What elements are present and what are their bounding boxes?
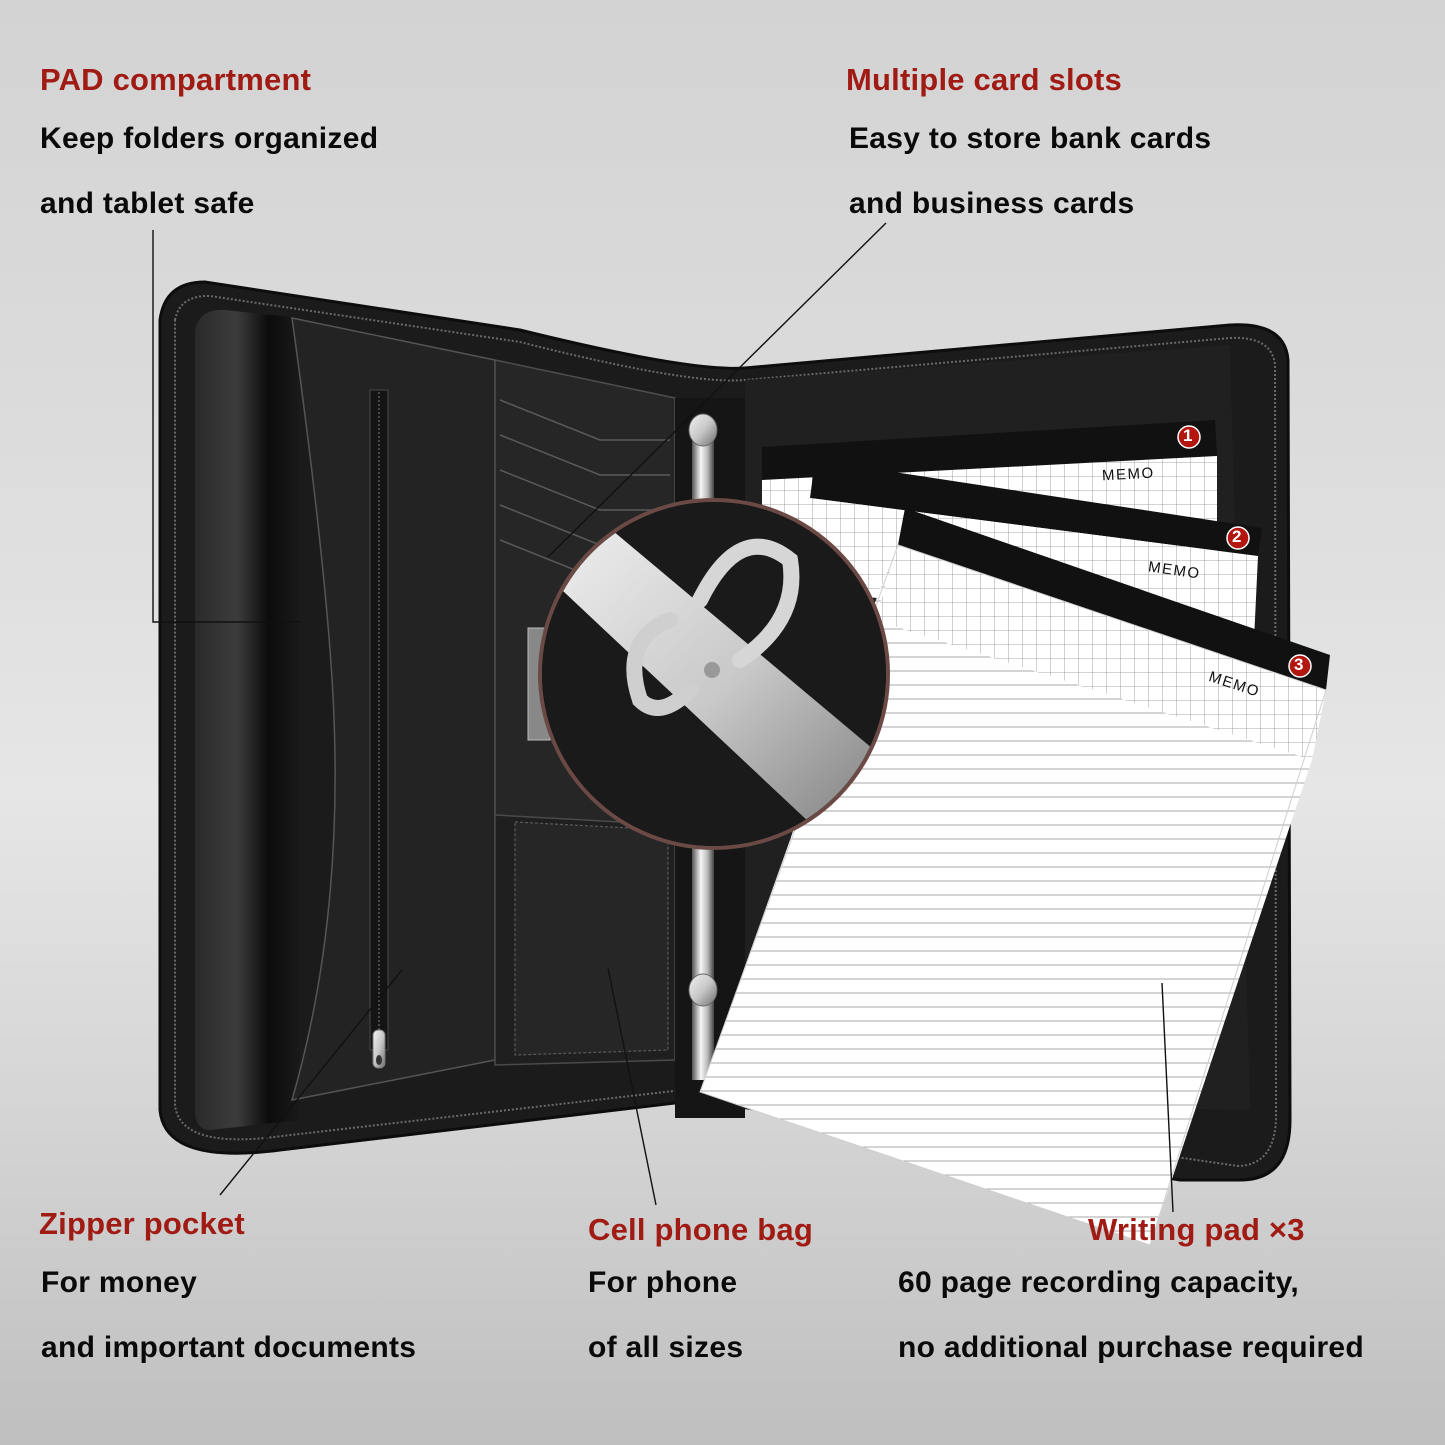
callout-line: and tablet safe xyxy=(40,187,255,220)
callout-line: 60 page recording capacity, xyxy=(898,1266,1300,1299)
callout-line: For money xyxy=(41,1266,198,1299)
pad-1-number-badge: 1 xyxy=(1183,426,1193,445)
callout-line: and important documents xyxy=(41,1331,417,1364)
callout-line: of all sizes xyxy=(588,1331,744,1364)
callout-line: and business cards xyxy=(849,187,1135,220)
callout-title: Writing pad ×3 xyxy=(1088,1212,1305,1247)
pad-3-number-badge: 3 xyxy=(1294,655,1304,674)
magnifier-lens xyxy=(538,498,890,850)
pad-2-number-badge: 2 xyxy=(1232,527,1242,546)
pad-number-badges xyxy=(1177,425,1312,678)
callout-title: Zipper pocket xyxy=(39,1206,245,1241)
callout-title: Cell phone bag xyxy=(588,1212,813,1247)
callout-line: Easy to store bank cards xyxy=(849,122,1212,155)
callout-title: PAD compartment xyxy=(40,62,312,97)
callout-line: Keep folders organized xyxy=(40,122,379,155)
callout-title: Multiple card slots xyxy=(846,62,1122,97)
callout-line: no additional purchase required xyxy=(898,1331,1365,1364)
leader-lines xyxy=(152,222,1174,1213)
callout-line: For phone xyxy=(588,1266,738,1299)
writing-pads xyxy=(699,420,1330,1246)
pad-1-memo-label: MEMO xyxy=(1101,464,1156,485)
